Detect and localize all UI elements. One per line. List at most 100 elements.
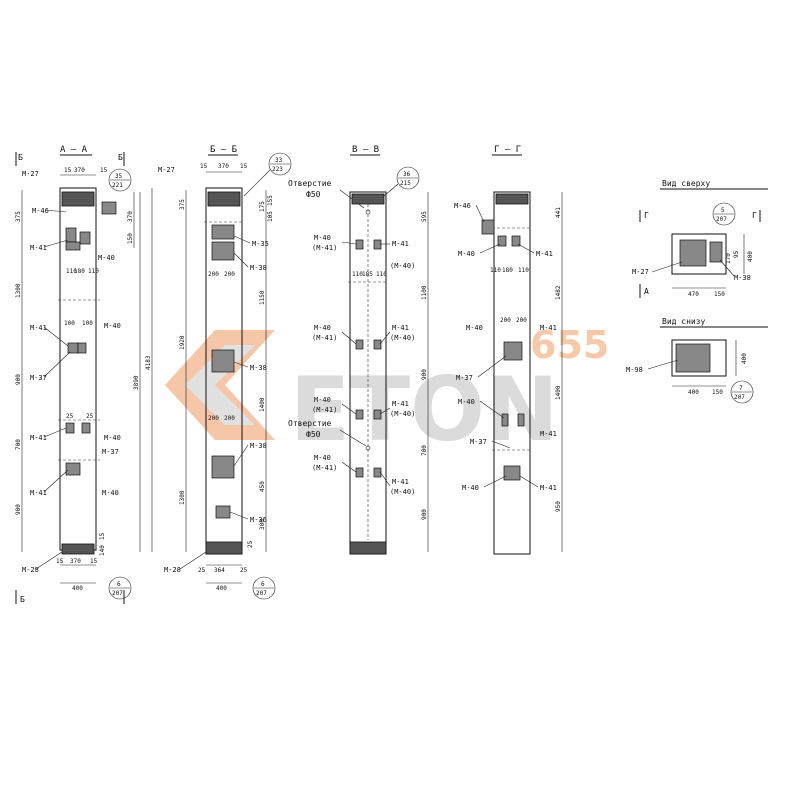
aa-embed-12: M-40 (102, 489, 119, 497)
bottom-view-embed: M-98 (626, 366, 643, 374)
column-bb-top-cap (207, 191, 241, 207)
bb-left-dim-1: 375 (179, 199, 186, 210)
aa-bottom-dim-3: 15 (90, 558, 98, 565)
bb-inner-dim-2: 200 (224, 271, 235, 278)
bb-left-dim-2: 1920 (179, 335, 186, 350)
aa-bubble-bottom-num: 6 (117, 581, 121, 588)
section-vv: В – В Отверстие Ф50 36 215 M-40 (M-41) M… (288, 145, 429, 555)
aa-inner-dim-3: 110 (88, 268, 99, 275)
vv-right-dim-3: 900 (421, 369, 428, 380)
bb-inner-dim-3: 200 (208, 415, 219, 422)
vv-embed-15: M-41 (392, 478, 409, 486)
aa-top-dim-3: 15 (100, 167, 108, 174)
vv-embed-10: (M-41) (312, 406, 337, 414)
top-view-embed-2: M-38 (734, 274, 751, 282)
bb-bottom-dim-1: 25 (198, 567, 206, 574)
vv-right-dim-2: 1100 (421, 285, 428, 300)
bb-right-dim-2: 155 (267, 195, 274, 206)
section-aa-mark-left: Б (18, 153, 23, 162)
bb-right-dim-3: 105 (267, 211, 274, 222)
aa-embed-11: M-41 (30, 489, 47, 497)
watermark-code: 655 (530, 323, 609, 367)
vv-embed-14: (M-41) (312, 464, 337, 472)
vv-embed-6: (M-41) (312, 334, 337, 342)
gg-right-dim-2: 1482 (555, 285, 562, 300)
gg-embed-6: M-37 (456, 374, 473, 382)
top-view-mark-left: Г (644, 211, 649, 220)
aa-bottom-dim-4: 400 (72, 585, 83, 592)
top-view-dim-1: 470 (688, 291, 699, 298)
bb-bubble-top-sheet: 223 (272, 166, 283, 173)
aa-inner-dim-5: 100 (82, 320, 93, 327)
top-view-dim-5: 170 (725, 253, 732, 264)
top-view-bubble-sheet: 207 (716, 216, 727, 223)
bb-top-label-2: 15 (200, 163, 208, 170)
vv-embed-13: M-40 (314, 454, 331, 462)
bb-inner-dim-1: 200 (208, 271, 219, 278)
aa-top-dim-1: 15 (64, 167, 72, 174)
aa-bubble-top-sheet: 221 (112, 182, 123, 189)
gg-embed-8: M-41 (540, 430, 557, 438)
watermark-brand: ETON (290, 358, 559, 461)
aa-embed-3: M-41 (30, 244, 47, 252)
gg-inner-dim-1: 110 (490, 267, 501, 274)
vv-embed-4: (M-40) (390, 262, 415, 270)
bb-top-label-1: M-27 (158, 166, 175, 174)
bb-bottom-dim-2: 364 (214, 567, 225, 574)
aa-inner-dim-4: 100 (64, 320, 75, 327)
bottom-view-dim-1: 400 (688, 389, 699, 396)
vv-embed-9: M-40 (314, 396, 331, 404)
top-view: Вид сверху Г Г 5 207 M-27 M-38 470 150 4… (632, 179, 768, 298)
vv-hole-size-1: Ф50 (306, 190, 321, 199)
vv-embed-16: (M-40) (390, 488, 415, 496)
bottom-view-dim-3: 400 (741, 353, 748, 364)
vv-embed-11: M-41 (392, 400, 409, 408)
bb-right-dim-6: 450 (259, 481, 266, 492)
bottom-view-outline (671, 339, 727, 377)
vv-inner-dim-3: 110 (376, 271, 387, 278)
bb-top-label-3: 370 (218, 163, 229, 170)
aa-left-dim-1: 375 (15, 211, 22, 222)
section-aa-mark-right: Б (118, 153, 123, 162)
bottom-view-dim-2: 150 (712, 389, 723, 396)
gg-inner-dim-2: 180 (502, 267, 513, 274)
vv-embed-7: M-41 (392, 324, 409, 332)
watermark: ETON 655 (165, 323, 609, 461)
gg-embed-10: M-40 (462, 484, 479, 492)
section-vv-title: В – В (352, 145, 379, 155)
bb-bubble-bottom-sheet: 207 (256, 590, 267, 597)
vv-embed-5: M-40 (314, 324, 331, 332)
aa-bottom-dim-2: 370 (70, 558, 81, 565)
gg-right-dim-1: 441 (555, 207, 562, 218)
vv-inner-dim-2: 185 (362, 271, 373, 278)
aa-right-dim-3: 3890 (133, 375, 140, 390)
aa-right-dim-4: 4183 (145, 355, 152, 370)
aa-left-dim-2: 1300 (15, 283, 22, 298)
aa-bubble-top-num: 35 (115, 173, 123, 180)
bottom-view-title: Вид снизу (662, 317, 706, 326)
aa-embed-9: M-40 (104, 434, 121, 442)
gg-embed-2: M-40 (458, 250, 475, 258)
aa-inner-dim-7: 25 (86, 413, 94, 420)
aa-embed-8: M-41 (30, 434, 47, 442)
bb-right-dim-7: 300 (259, 519, 266, 530)
bb-inner-dim-4: 200 (224, 415, 235, 422)
bb-embed-4: M-38 (250, 442, 267, 450)
gg-inner-dim-3: 110 (518, 267, 529, 274)
bb-embed-1: M-35 (252, 240, 269, 248)
bb-right-dim-4: 1150 (259, 290, 266, 305)
bb-bottom-dim-5: 25 (247, 540, 254, 548)
top-view-mark-bottom: А (644, 287, 649, 296)
aa-left-dim-4: 700 (15, 439, 22, 450)
aa-inner-dim-2: 180 (74, 268, 85, 275)
vv-right-dim-5: 900 (421, 509, 428, 520)
section-bb: Б – Б M-27 15 370 15 33 223 M-35 M-38 M-… (158, 145, 292, 600)
column-aa-top-cap (61, 191, 95, 207)
section-gg: Г – Г M-46 M-40 M-41 M-40 M-41 M-37 M-40… (454, 145, 563, 555)
aa-embed-7: M-37 (30, 374, 47, 382)
gg-embed-9: M-37 (470, 438, 487, 446)
aa-bottom-dim-1: 15 (56, 558, 64, 565)
aa-bubble-bottom-sheet: 207 (112, 590, 123, 597)
gg-embed-7: M-40 (458, 398, 475, 406)
